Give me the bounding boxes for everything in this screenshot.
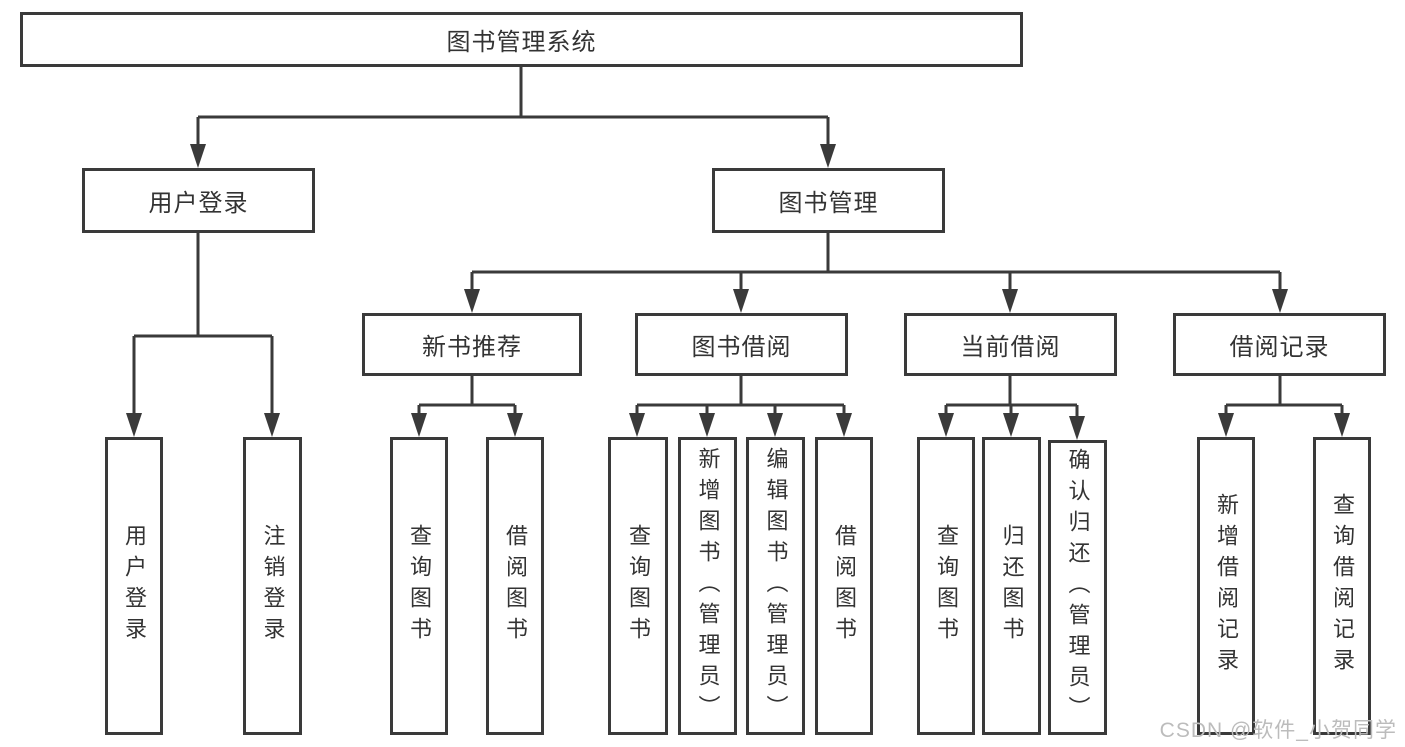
leaf-add-book-admin: 新增图书（管理员） (678, 437, 737, 735)
node-book-management: 图书管理 (712, 168, 945, 233)
leaf-confirm-return-admin-label: 确认归还（管理员） (1065, 448, 1091, 727)
leaf-add-book-admin-label: 新增图书（管理员） (695, 446, 721, 726)
leaf-query-borrow-record: 查询借阅记录 (1313, 437, 1371, 735)
leaf-query-book-borrow-label: 查询图书 (626, 524, 651, 648)
leaf-add-borrow-record-label: 新增借阅记录 (1214, 493, 1239, 679)
node-book-borrow: 图书借阅 (635, 313, 848, 376)
leaf-query-book-recommend: 查询图书 (390, 437, 448, 735)
leaf-confirm-return-admin: 确认归还（管理员） (1048, 440, 1107, 735)
connector-arrowheads (126, 144, 1350, 440)
leaf-query-book-recommend-label: 查询图书 (407, 524, 432, 648)
leaf-return-book: 归还图书 (982, 437, 1041, 735)
node-root-system: 图书管理系统 (20, 12, 1023, 67)
connector-paths (132, 67, 1344, 422)
node-root-label: 图书管理系统 (446, 29, 597, 56)
leaf-borrow-book-recommend: 借阅图书 (486, 437, 544, 735)
node-borrow-records: 借阅记录 (1173, 313, 1386, 376)
leaf-edit-book-admin: 编辑图书（管理员） (746, 437, 805, 735)
leaf-query-book-borrow: 查询图书 (608, 437, 668, 735)
leaf-return-book-label: 归还图书 (999, 524, 1025, 648)
node-current-borrow: 当前借阅 (904, 313, 1117, 376)
leaf-add-borrow-record: 新增借阅记录 (1197, 437, 1255, 735)
node-user-login-label: 用户登录 (148, 190, 249, 217)
leaf-user-login: 用户登录 (105, 437, 163, 735)
node-current-borrow-label: 当前借阅 (960, 334, 1061, 361)
leaf-query-book-current-label: 查询图书 (934, 524, 959, 648)
node-new-book-recommend: 新书推荐 (362, 313, 582, 376)
leaf-logout-label: 注销登录 (260, 524, 286, 648)
node-user-login: 用户登录 (82, 168, 315, 233)
leaf-query-book-current: 查询图书 (917, 437, 975, 735)
node-book-borrow-label: 图书借阅 (691, 334, 792, 361)
node-new-book-recommend-label: 新书推荐 (422, 334, 522, 361)
leaf-query-borrow-record-label: 查询借阅记录 (1330, 493, 1355, 679)
leaf-user-login-label: 用户登录 (122, 524, 147, 648)
leaf-borrow-book-recommend-label: 借阅图书 (503, 524, 528, 648)
leaf-logout: 注销登录 (243, 437, 302, 735)
leaf-borrow-book: 借阅图书 (815, 437, 873, 735)
node-borrow-records-label: 借阅记录 (1229, 334, 1330, 361)
leaf-borrow-book-label: 借阅图书 (832, 524, 857, 648)
leaf-edit-book-admin-label: 编辑图书（管理员） (763, 446, 789, 726)
node-book-management-label: 图书管理 (778, 190, 879, 217)
